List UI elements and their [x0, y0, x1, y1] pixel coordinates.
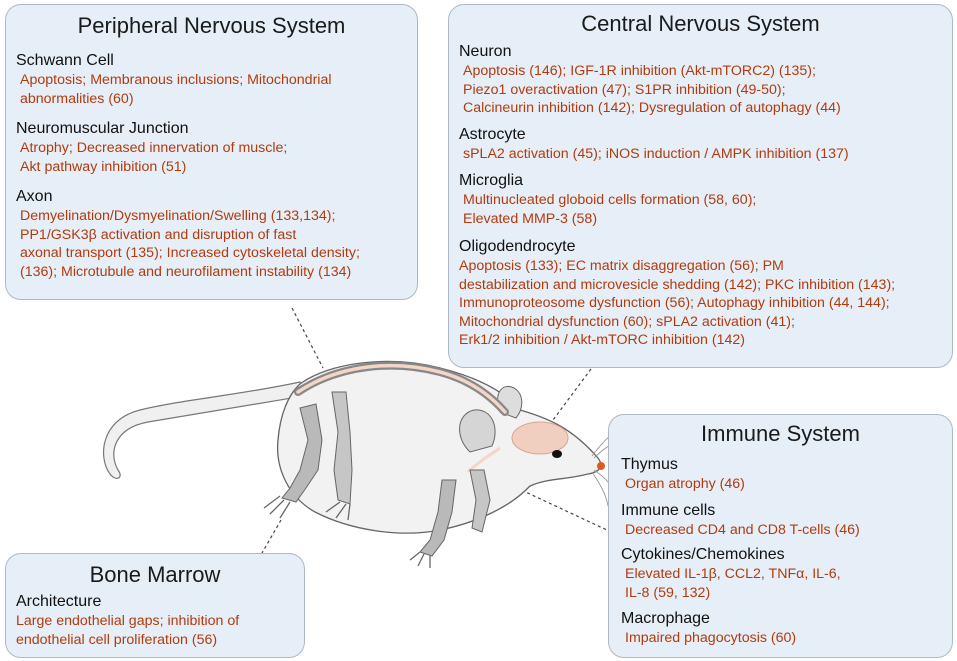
- pns-panel: Peripheral Nervous System Schwann Cell A…: [5, 4, 418, 300]
- mouse-fore-leg: [419, 479, 457, 557]
- section-line: abnormalities (60): [20, 90, 134, 107]
- section-line: endothelial cell proliferation (56): [16, 631, 218, 648]
- section-title: Astrocyte: [459, 126, 526, 143]
- mouse-hind-foot: [263, 495, 291, 519]
- pns-title: Peripheral Nervous System: [77, 13, 346, 38]
- section-line: PP1/GSK3β activation and disruption of f…: [20, 226, 297, 243]
- section-line: Demyelination/Dysmyelination/Swelling (1…: [20, 208, 336, 224]
- cns-panel: Central Nervous System Neuron Apoptosis …: [448, 4, 953, 368]
- cns-microglia-section: Microglia Multinucleated globoid cells f…: [459, 171, 952, 228]
- section-line: Impaired phagocytosis (60): [625, 630, 797, 646]
- section-title: Neuron: [459, 43, 512, 60]
- connector-bone: [261, 519, 282, 554]
- section-line: destabilization and microvesicle sheddin…: [459, 276, 896, 293]
- section-line: Calcineurin inhibition (142); Dysregulat…: [463, 100, 841, 116]
- immune-thymus-section: Thymus Organ atrophy (46): [621, 455, 952, 494]
- section-title: Cytokines/Chemokines: [621, 546, 785, 563]
- cns-neuron-section: Neuron Apoptosis (146); IGF-1R inhibitio…: [459, 42, 952, 118]
- section-line: Large endothelial gaps; inhibition of: [16, 613, 240, 629]
- mouse-nose: [597, 462, 605, 470]
- section-line: Organ atrophy (46): [625, 476, 745, 492]
- section-line: Apoptosis (133); EC matrix disaggregatio…: [459, 258, 784, 274]
- mouse-hind-leg: [281, 403, 323, 503]
- section-title: Oligodendrocyte: [459, 238, 576, 255]
- immune-macrophage-section: Macrophage Impaired phagocytosis (60): [621, 609, 952, 648]
- immune-cytokines-section: Cytokines/Chemokines Elevated IL-1β, CCL…: [621, 545, 952, 602]
- section-line: Apoptosis; Membranous inclusions; Mitoch…: [20, 72, 332, 88]
- pns-schwann-section: Schwann Cell Apoptosis; Membranous inclu…: [16, 51, 417, 108]
- mouse-tail: [103, 381, 305, 479]
- cns-oligodendrocyte-section: Oligodendrocyte Apoptosis (133); EC matr…: [459, 237, 952, 350]
- section-line: Akt pathway inhibition (51): [20, 158, 187, 175]
- section-line: Immunoproteosome dysfunction (56); Autop…: [459, 295, 890, 311]
- section-line: Erk1/2 inhibition / Akt-mTORC inhibition…: [459, 332, 745, 348]
- section-title: Neuromuscular Junction: [16, 120, 189, 137]
- section-line: axonal transport (135); Increased cytosk…: [20, 245, 360, 261]
- connector-cns: [552, 368, 592, 421]
- section-title: Macrophage: [621, 610, 710, 627]
- mouse-eye: [552, 450, 562, 458]
- section-title: Thymus: [621, 456, 678, 473]
- section-title: Immune cells: [621, 502, 716, 519]
- mouse-fore-foot: [409, 551, 431, 568]
- section-title: Axon: [16, 188, 53, 205]
- cns-astrocyte-section: Astrocyte sPLA2 activation (45); iNOS in…: [459, 125, 952, 164]
- section-line: IL-8 (59, 132): [625, 584, 711, 601]
- pns-nmj-section: Neuromuscular Junction Atrophy; Decrease…: [16, 119, 417, 176]
- connector-immune: [499, 479, 625, 539]
- section-line: Atrophy; Decreased innervation of muscle…: [20, 140, 288, 156]
- section-line: Piezo1 overactivation (47); S1PR inhibit…: [463, 81, 786, 98]
- section-title: Schwann Cell: [16, 52, 114, 69]
- bone-title: Bone Marrow: [89, 562, 221, 587]
- section-title: Microglia: [459, 172, 524, 189]
- section-title: Architecture: [16, 593, 102, 610]
- spinal-cord-inner: [296, 363, 507, 414]
- bone-architecture-section: Architecture Large endothelial gaps; inh…: [16, 592, 304, 649]
- immune-cells-section: Immune cells Decreased CD4 and CD8 T-cel…: [621, 501, 952, 540]
- section-line: Multinucleated globoid cells formation (…: [463, 192, 757, 208]
- immune-panel: Immune System Thymus Organ atrophy (46) …: [608, 414, 953, 658]
- section-line: sPLA2 activation (45); iNOS induction / …: [463, 146, 849, 162]
- section-line: Elevated MMP-3 (58): [463, 210, 598, 227]
- mouse-hind-foot-far: [325, 501, 351, 521]
- section-line: Elevated IL-1β, CCL2, TNFα, IL-6,: [625, 566, 841, 582]
- connector-pns: [291, 307, 324, 369]
- immune-title: Immune System: [701, 421, 860, 446]
- mouse-brain: [511, 421, 569, 455]
- bone-panel: Bone Marrow Architecture Large endotheli…: [5, 553, 305, 658]
- cns-title: Central Nervous System: [581, 11, 820, 36]
- mouse-fore-leg-far: [469, 469, 491, 533]
- section-line: Apoptosis (146); IGF-1R inhibition (Akt-…: [463, 63, 816, 79]
- section-line: Mitochondrial dysfunction (60); sPLA2 ac…: [459, 313, 795, 330]
- section-line: Decreased CD4 and CD8 T-cells (46): [625, 522, 860, 538]
- section-line: (136); Microtubule and neurofilament ins…: [20, 263, 352, 280]
- pns-axon-section: Axon Demyelination/Dysmyelination/Swelli…: [16, 187, 417, 281]
- mouse-ear-front: [459, 409, 496, 453]
